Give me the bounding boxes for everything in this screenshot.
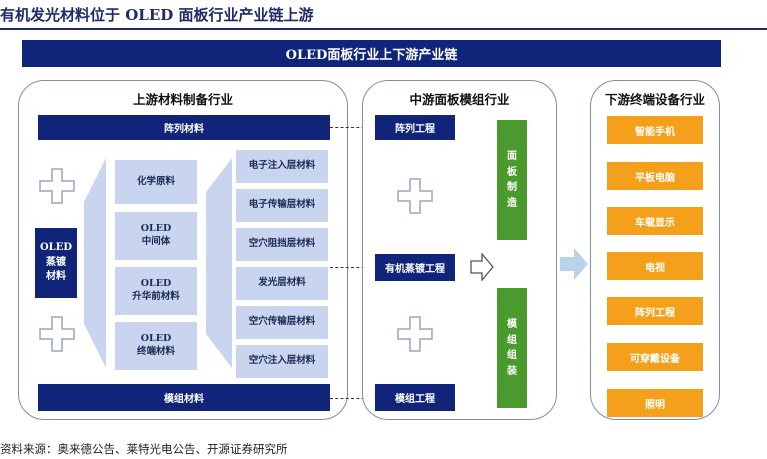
funnel-shape-right xyxy=(206,158,232,368)
oled-evap-material-box: OLED 蒸镀 材料 xyxy=(35,228,77,298)
oled-evap-line-1: OLED xyxy=(39,242,73,254)
array-materials-bar: 阵列材料 xyxy=(38,115,330,140)
dashed-connector xyxy=(330,398,375,399)
banner: OLED面板行业上下游产业链 xyxy=(22,40,721,67)
layer-box-hole-transport: 空穴传输层材料 xyxy=(236,306,328,339)
vertical-char: 模 xyxy=(507,319,517,330)
midstream-title: 中游面板模组行业 xyxy=(409,92,510,107)
layer-box-hole-blocking: 空穴阻挡层材料 xyxy=(236,228,328,261)
chain-box-text: 化学原料 xyxy=(136,175,175,187)
vertical-char: 板 xyxy=(507,166,517,178)
layer-box-hole-injection: 空穴注入层材料 xyxy=(236,345,328,378)
downstream-title: 下游终端设备行业 xyxy=(604,92,705,107)
plus-icon xyxy=(39,168,75,204)
evap-process-box: 有机蒸镀工程 xyxy=(375,254,455,281)
device-array-engineering: 阵列工程 xyxy=(607,297,703,325)
device-lighting: 照明 xyxy=(607,389,703,417)
chain-box-text: OLED xyxy=(140,223,172,235)
chain-box-terminal: OLED 终端材料 xyxy=(115,322,197,370)
chain-box-text: 升华前材料 xyxy=(132,291,180,302)
plus-icon xyxy=(397,316,433,352)
chain-box-pre-sublimation: OLED 升华前材料 xyxy=(115,267,197,315)
layer-box-electron-transport: 电子传输层材料 xyxy=(236,189,328,222)
plus-icon xyxy=(397,178,433,214)
funnel-shape-left xyxy=(84,158,106,368)
vertical-char: 组 xyxy=(507,334,517,346)
module-assembly-box: 模 组 组 装 xyxy=(497,288,527,408)
chain-box-intermediate: OLED 中间体 xyxy=(115,212,197,260)
vertical-char: 面 xyxy=(507,151,517,162)
chain-box-text: 中间体 xyxy=(141,236,171,247)
dashed-connector xyxy=(330,127,375,128)
device-car-display: 车载显示 xyxy=(607,207,703,235)
module-materials-bar: 模组材料 xyxy=(38,384,330,411)
title-rule xyxy=(0,28,767,30)
device-wearable: 可穿戴设备 xyxy=(607,343,703,371)
vertical-char: 造 xyxy=(507,197,517,209)
panel-manufacturing-box: 面 板 制 造 xyxy=(497,120,527,240)
vertical-char: 装 xyxy=(507,365,517,377)
array-process-box: 阵列工程 xyxy=(375,115,455,140)
layer-box-electron-injection: 电子注入层材料 xyxy=(236,150,328,183)
plus-icon xyxy=(39,316,75,352)
chain-box-text: 终端材料 xyxy=(136,346,175,357)
arrow-right-icon xyxy=(560,248,588,280)
vertical-char: 制 xyxy=(507,182,517,193)
upstream-title: 上游材料制备行业 xyxy=(132,92,233,107)
page-title: 有机发光材料位于 OLED 面板行业产业链上游 xyxy=(0,6,314,24)
chain-box-chemical: 化学原料 xyxy=(115,160,197,204)
dashed-connector xyxy=(330,267,375,268)
device-tv: 电视 xyxy=(607,252,703,280)
oled-evap-line-2: 蒸镀 xyxy=(46,256,66,268)
chain-box-text: OLED xyxy=(140,333,172,345)
oled-evap-line-3: 材料 xyxy=(46,271,66,283)
source-note: 资料来源：奥来德公告、莱特光电公告、开源证券研究所 xyxy=(0,442,288,456)
layer-box-emissive: 发光层材料 xyxy=(236,267,328,300)
device-tablet: 平板电脑 xyxy=(607,162,703,190)
vertical-char: 组 xyxy=(507,350,517,361)
module-process-box: 模组工程 xyxy=(375,384,455,411)
device-smartphone: 智能手机 xyxy=(607,116,703,144)
chain-box-text: OLED xyxy=(140,278,172,290)
arrow-right-outline-icon xyxy=(470,253,494,281)
